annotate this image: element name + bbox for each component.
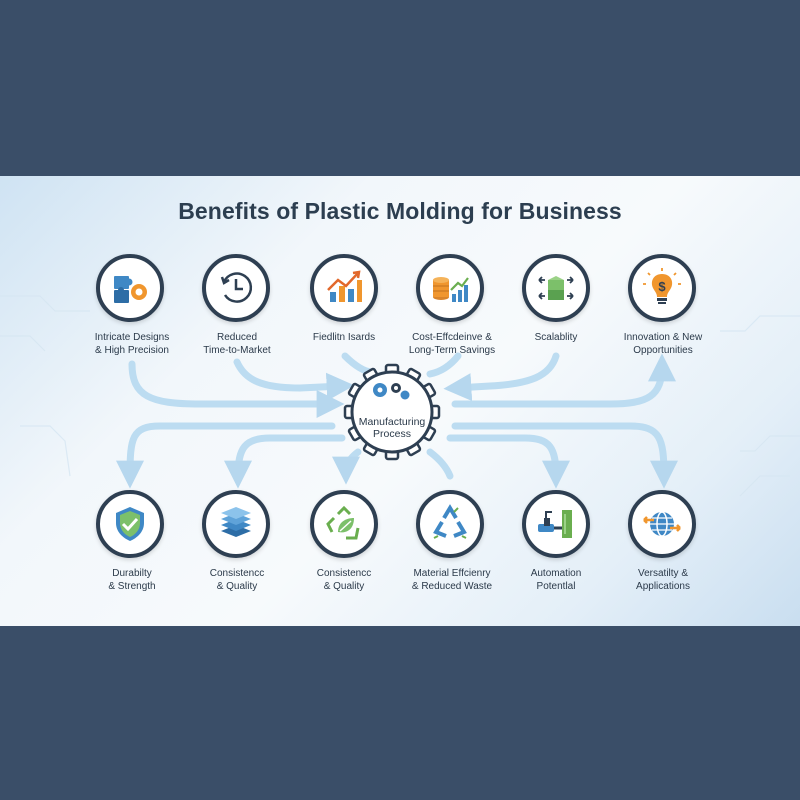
clock-icon bbox=[220, 272, 253, 303]
arrow-bot-6 bbox=[451, 422, 678, 489]
node-durability bbox=[96, 490, 164, 558]
node-consistency-2 bbox=[310, 490, 378, 558]
arrow-top-4 bbox=[426, 352, 462, 378]
node-scalability bbox=[522, 254, 590, 322]
puzzle-gear-icon bbox=[114, 276, 147, 303]
lightbulb-dollar-icon: $ bbox=[643, 268, 681, 304]
svg-text:$: $ bbox=[658, 279, 666, 294]
page-title: Benefits of Plastic Molding for Business bbox=[178, 198, 622, 224]
label-versatility: Versatilty & Applications bbox=[636, 568, 690, 592]
label-consistency-2: Consistencc & Quality bbox=[316, 568, 372, 592]
layers-icon bbox=[221, 507, 251, 537]
label-intricate-designs: Intricate Designs & High Precision bbox=[94, 332, 170, 356]
arrow-top-2 bbox=[233, 358, 355, 401]
arrow-bot-4 bbox=[426, 448, 454, 480]
growth-chart-icon bbox=[327, 270, 362, 302]
infographic-panel: Benefits of Plastic Molding for Business… bbox=[0, 176, 800, 626]
node-time-to-market bbox=[202, 254, 270, 322]
label-time-to-market: Reduced Time-to-Market bbox=[203, 332, 271, 356]
node-innovation: $ bbox=[628, 254, 696, 322]
label-scalability: Scalablity bbox=[534, 332, 578, 343]
gears-icon bbox=[343, 363, 441, 461]
label-cost-efficiency: Cost-Effcdeinve & Long-Term Savings bbox=[408, 332, 496, 356]
node-intricate-designs bbox=[96, 254, 164, 322]
arrow-bot-1 bbox=[116, 422, 336, 489]
flow-arrows bbox=[0, 295, 800, 497]
center-manufacturing-process: Manufacturing Process bbox=[342, 362, 442, 462]
arrow-bot-3 bbox=[332, 448, 362, 485]
center-label: Manufacturing Process bbox=[358, 416, 426, 440]
node-versatility bbox=[628, 490, 696, 558]
arrow-bot-5 bbox=[446, 434, 570, 489]
node-fiedlitn-isards bbox=[310, 254, 378, 322]
label-material-efficiency: Material Effcienry & Reduced Waste bbox=[411, 568, 493, 592]
node-material-efficiency bbox=[416, 490, 484, 558]
arrow-top-6 bbox=[451, 353, 676, 408]
coins-chart-icon bbox=[433, 277, 469, 302]
recycle-icon bbox=[433, 504, 467, 539]
recycle-leaf-icon bbox=[326, 505, 360, 540]
arrow-top-5 bbox=[443, 352, 560, 402]
arrow-bot-2 bbox=[224, 434, 346, 489]
globe-arrows-icon bbox=[643, 511, 681, 537]
robot-arm-icon bbox=[538, 510, 572, 538]
arrow-top-1 bbox=[128, 360, 345, 418]
label-durability: Durabilty & Strength bbox=[108, 568, 156, 592]
label-innovation: Innovation & New Opportunities bbox=[623, 332, 703, 356]
scale-boxes-icon bbox=[538, 276, 574, 300]
label-fiedlitn-isards: Fiedlitn Isards bbox=[312, 332, 376, 343]
node-cost-efficiency bbox=[416, 254, 484, 322]
node-automation bbox=[522, 490, 590, 558]
shield-check-icon bbox=[116, 507, 144, 541]
label-automation: Automation Potentlal bbox=[530, 568, 582, 592]
label-consistency-1: Consistencc & Quality bbox=[209, 568, 265, 592]
node-consistency-1 bbox=[202, 490, 270, 558]
